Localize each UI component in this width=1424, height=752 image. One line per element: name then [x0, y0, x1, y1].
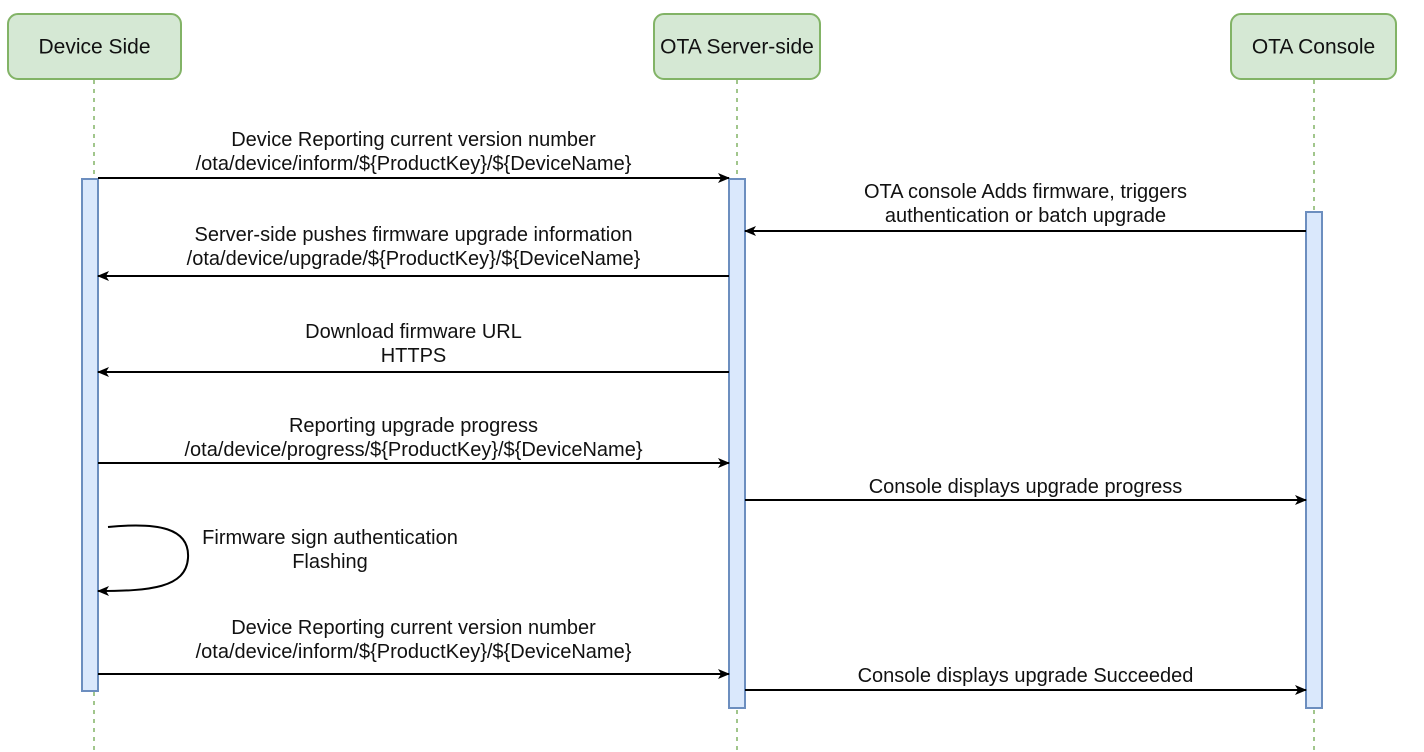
participant-label-server: OTA Server-side	[660, 36, 814, 59]
activation-bar-console	[1305, 211, 1323, 709]
message-label: /ota/device/upgrade/${ProductKey}/${Devi…	[187, 248, 641, 270]
message-label: Reporting upgrade progress	[289, 415, 538, 437]
message-9: Console displays upgrade Succeeded	[745, 665, 1307, 695]
participant-console	[1230, 13, 1397, 80]
activation-bar-server	[728, 178, 746, 709]
message-label: Server-side pushes firmware upgrade info…	[195, 224, 633, 246]
message-label: Firmware sign authentication	[202, 527, 458, 549]
message-8: Device Reporting current version number/…	[98, 617, 730, 679]
message-label: Console displays upgrade Succeeded	[858, 665, 1194, 687]
self-message-arrow	[97, 524, 190, 596]
message-label: /ota/device/progress/${ProductKey}/${Dev…	[184, 439, 642, 461]
participant-label-console: OTA Console	[1252, 36, 1375, 59]
message-1: Device Reporting current version number/…	[98, 129, 730, 183]
message-3: Server-side pushes firmware upgrade info…	[97, 224, 729, 281]
message-5: Reporting upgrade progress/ota/device/pr…	[98, 415, 730, 468]
activation-bar-device	[81, 178, 99, 692]
message-label: authentication or batch upgrade	[885, 205, 1166, 227]
message-label: OTA console Adds firmware, triggers	[864, 181, 1187, 203]
message-label: /ota/device/inform/${ProductKey}/${Devic…	[196, 641, 632, 663]
message-label: HTTPS	[381, 345, 447, 367]
message-label: Flashing	[292, 551, 368, 573]
participant-label-device: Device Side	[38, 36, 150, 59]
message-label: Device Reporting current version number	[231, 617, 596, 639]
message-6: Console displays upgrade progress	[745, 476, 1307, 505]
participant-server	[653, 13, 821, 80]
message-label: Download firmware URL	[305, 321, 522, 343]
message-label: Device Reporting current version number	[231, 129, 596, 151]
message-label: Console displays upgrade progress	[869, 476, 1183, 498]
participant-device	[7, 13, 182, 80]
message-2: OTA console Adds firmware, triggersauthe…	[744, 181, 1306, 236]
message-label: /ota/device/inform/${ProductKey}/${Devic…	[196, 153, 632, 175]
